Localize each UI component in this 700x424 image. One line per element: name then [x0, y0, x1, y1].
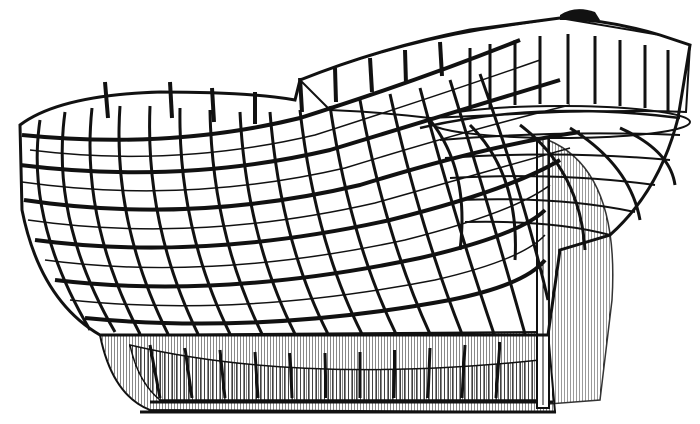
stern-frames: [428, 119, 677, 261]
lower-planking: [129, 343, 549, 401]
floor-timbers: [148, 341, 502, 399]
bow-stanchions: [103, 41, 444, 124]
hull-ribbands: [19, 38, 581, 326]
stern-planks: [439, 132, 681, 236]
